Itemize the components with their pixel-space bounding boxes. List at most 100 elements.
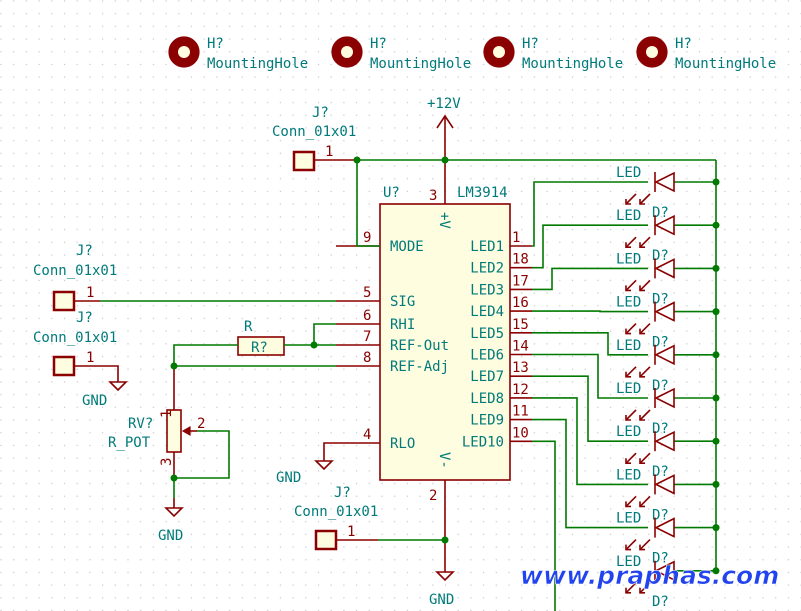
led-4[interactable]: D? LED: [532, 295, 720, 351]
resistor-ref: R?: [251, 340, 268, 356]
ic-pin-num: 4: [363, 427, 371, 443]
ic-pin-name: LED8: [470, 391, 504, 407]
mounting-hole-4[interactable]: H? MountingHole: [636, 36, 776, 72]
power-12v-symbol[interactable]: +12V: [427, 96, 461, 160]
gnd-symbol-pot: GND: [158, 498, 184, 544]
resistor-value: R: [244, 319, 253, 335]
ic-pin-num: 16: [512, 295, 529, 311]
pot-pin-2: 2: [197, 416, 205, 432]
ic-pin-name: REF-Out: [390, 338, 449, 354]
connector-top-value: Conn_01x01: [272, 124, 356, 140]
connector-gnd-ref: J?: [76, 310, 93, 326]
mounting-hole-2[interactable]: H? MountingHole: [331, 36, 471, 72]
led-value: LED: [616, 467, 641, 483]
ic-pin-2-num: 2: [429, 488, 437, 504]
ic-pin-name: LED9: [470, 413, 504, 429]
mounting-hole-ref: H?: [522, 36, 539, 52]
led-3[interactable]: D?LED: [532, 251, 720, 307]
pot-value: R_POT: [108, 435, 151, 451]
ic-pin-name: LED4: [470, 304, 504, 320]
connector-gnd-pin: 1: [86, 350, 94, 366]
ic-pin-num: 6: [363, 308, 371, 324]
ic-pin-num: 17: [512, 273, 529, 289]
led-7[interactable]: D? LED: [532, 375, 720, 480]
ic-pin-name: LED2: [470, 261, 504, 277]
ic-pin-num: 13: [512, 360, 529, 376]
mounting-hole-ref: H?: [675, 36, 692, 52]
led-ref: D?: [652, 205, 669, 221]
led-ref: D?: [652, 335, 669, 351]
led-1[interactable]: D? LED: [532, 165, 720, 247]
connector-top[interactable]: J? Conn_01x01 1: [272, 105, 357, 172]
gnd-label-left: GND: [82, 393, 107, 409]
ic-pin-num: 11: [512, 404, 529, 420]
resistor[interactable]: R R?: [237, 319, 285, 356]
led-ref: D?: [652, 594, 669, 610]
led-10[interactable]: D? LED: [532, 440, 720, 611]
connector-sig-pin: 1: [86, 285, 94, 301]
connector-gnd-value: Conn_01x01: [33, 330, 117, 346]
led-ref: D?: [652, 464, 669, 480]
led-value: LED: [616, 295, 641, 311]
connector-top-ref: J?: [312, 105, 329, 121]
mounting-hole-3[interactable]: H? MountingHole: [483, 36, 623, 72]
led-6[interactable]: D?LED: [532, 353, 720, 438]
led-ref: D?: [652, 507, 669, 523]
connector-gnd[interactable]: J? Conn_01x01 1: [33, 310, 117, 377]
ic-pin-name: SIG: [390, 294, 415, 310]
connector-sig-ref: J?: [76, 243, 93, 259]
ic-pin-num: 5: [363, 285, 371, 301]
pot-pin-1: 1: [159, 410, 175, 418]
ic-pin-name: REF-Adj: [390, 359, 449, 375]
ic-pin-num: 15: [512, 317, 529, 333]
led-value: LED: [616, 338, 641, 354]
led-value: LED: [616, 208, 641, 224]
gnd-symbol-bottom: GND: [429, 540, 455, 608]
led-symbol: [625, 560, 675, 594]
led-5[interactable]: D? LED: [532, 331, 720, 394]
ic-lm3914[interactable]: U? LM3914 3 +V 2 V- 9MODE5SIG6RHI7REF-Ou…: [336, 160, 532, 540]
potentiometer[interactable]: RV? R_POT 1 2 3: [108, 366, 205, 478]
connector-bottom[interactable]: J? Conn_01x01 1: [294, 485, 378, 551]
led-symbol: [625, 344, 675, 378]
connector-sig[interactable]: J? Conn_01x01 1: [33, 243, 117, 312]
led-8[interactable]: D? LED: [532, 397, 720, 524]
ic-pin-name: LED10: [462, 434, 504, 450]
ic-pin-num: 18: [512, 252, 529, 268]
mounting-hole-ref: H?: [370, 36, 387, 52]
led-2[interactable]: D? LED: [532, 208, 720, 269]
connector-top-pin: 1: [325, 144, 333, 160]
ic-pin-name: LED5: [470, 326, 504, 342]
led-symbol: [625, 258, 675, 292]
led-value: LED: [616, 424, 641, 440]
ic-pin-num: 9: [363, 230, 371, 246]
gnd-label-pot: GND: [158, 528, 183, 544]
power-12v-label: +12V: [427, 96, 461, 112]
led-ref: D?: [652, 551, 669, 567]
ic-pin-num: 1: [512, 230, 520, 246]
junctions: [170, 156, 449, 544]
led-symbol: [625, 214, 675, 248]
ic-pin-num: 10: [512, 425, 529, 441]
mounting-hole-1[interactable]: H? MountingHole: [168, 36, 308, 72]
gnd-symbol-ic: GND: [276, 442, 336, 486]
led-9[interactable]: D? LED: [532, 418, 720, 567]
ic-pin-num: 8: [363, 350, 371, 366]
